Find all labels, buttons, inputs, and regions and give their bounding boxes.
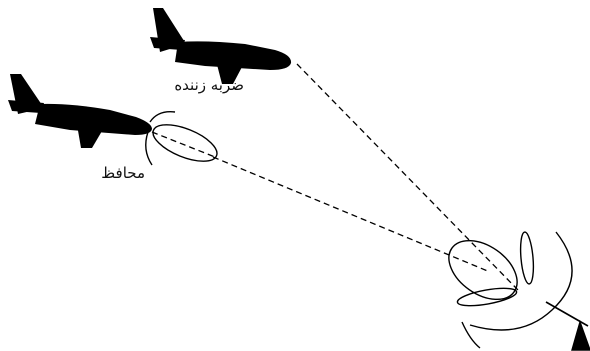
signal-lines [152, 64, 518, 290]
striker-label: ضربه زننده [174, 76, 244, 94]
radar-antenna-icon [438, 229, 590, 350]
escort-aircraft-icon [8, 74, 152, 148]
striker-aircraft-icon [150, 8, 291, 84]
escort-label: محافظ [101, 164, 145, 182]
striker-to-radar-line [297, 64, 518, 290]
jamming-emission [146, 112, 222, 169]
